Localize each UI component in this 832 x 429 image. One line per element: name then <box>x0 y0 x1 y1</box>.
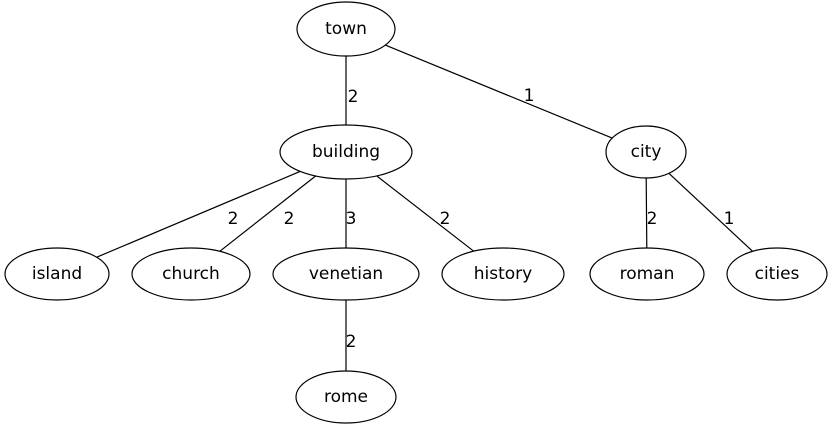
edge-city-cities <box>668 172 754 252</box>
edge-building-history <box>376 175 475 252</box>
node-city: city <box>605 125 687 179</box>
node-ellipse <box>272 247 420 301</box>
nodes-layer: town building city island church venetian hist… <box>4 1 828 424</box>
node-label: island <box>32 264 82 284</box>
node-town: town <box>296 1 396 57</box>
node-ellipse <box>295 370 397 424</box>
edge-weight-label: 2 <box>348 87 359 107</box>
node-label: building <box>312 142 380 162</box>
node-building: building <box>279 124 413 180</box>
edge-weight-label: 1 <box>524 86 535 106</box>
node-ellipse <box>279 124 413 180</box>
node-ellipse <box>296 1 396 57</box>
node-label: cities <box>755 264 800 284</box>
node-label: roman <box>620 264 675 284</box>
node-roman: roman <box>589 247 705 301</box>
edge-weight-label: 2 <box>440 209 451 229</box>
node-ellipse <box>589 247 705 301</box>
node-rome: rome <box>295 370 397 424</box>
node-ellipse <box>441 247 565 301</box>
node-ellipse <box>131 247 251 301</box>
edge-weight-label: 2 <box>647 209 658 229</box>
edge-city-roman <box>645 177 648 249</box>
edge-weight-label: 2 <box>346 332 357 352</box>
node-label: church <box>162 264 220 284</box>
node-ellipse <box>4 247 110 301</box>
edge-town-city <box>385 44 613 139</box>
node-label: venetian <box>309 264 383 284</box>
node-ellipse <box>726 247 828 301</box>
edge-weight-label: 2 <box>284 209 295 229</box>
edges-layer: 2 1 2 2 3 2 2 1 2 <box>96 44 754 371</box>
node-cities: cities <box>726 247 828 301</box>
edge-weight-label: 1 <box>724 209 735 229</box>
edge-weight-label: 2 <box>228 209 239 229</box>
node-church: church <box>131 247 251 301</box>
edge-weight-label: 3 <box>346 209 357 229</box>
node-label: town <box>325 19 367 39</box>
node-label: rome <box>324 387 368 407</box>
edge-building-island <box>96 170 301 258</box>
node-label: history <box>474 264 532 284</box>
node-label: city <box>631 142 662 162</box>
node-history: history <box>441 247 565 301</box>
node-venetian: venetian <box>272 247 420 301</box>
edge-building-church <box>219 175 316 252</box>
node-ellipse <box>605 125 687 179</box>
node-island: island <box>4 247 110 301</box>
